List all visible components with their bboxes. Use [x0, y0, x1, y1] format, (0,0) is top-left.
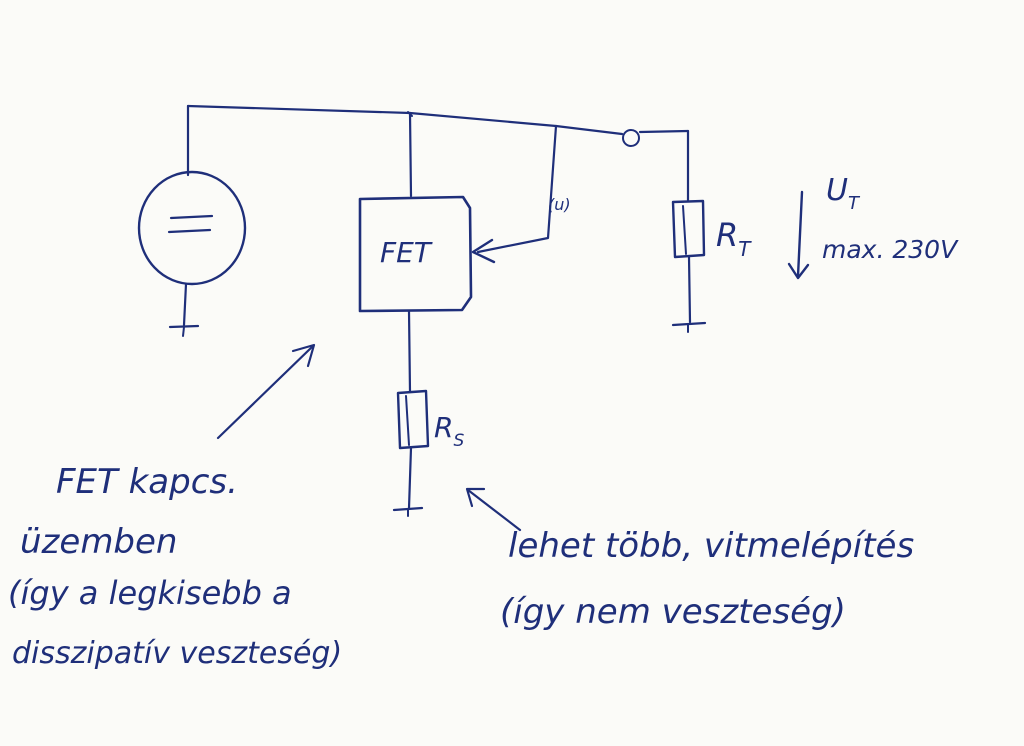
control-label: (u): [548, 195, 571, 214]
note-left: FET kapcs. üzemben (így a legkisebb a di…: [8, 462, 342, 671]
fet-branch-wire: [408, 111, 413, 198]
top-rail-wire: [186, 104, 690, 136]
note-right-line-1: lehet több, vitmelépítés: [508, 526, 914, 566]
note-right: lehet több, vitmelépítés (így nem veszte…: [500, 526, 914, 632]
fet-box: FET: [358, 195, 473, 313]
control-wire: [471, 124, 558, 264]
voltage-max-label: max. 230V: [822, 235, 959, 264]
voltage-label: UT: [826, 173, 861, 214]
terminal-circle: [622, 129, 640, 147]
note-left-line-1: FET kapcs.: [56, 462, 238, 502]
annotation-arrow-rs: [465, 487, 522, 532]
sense-resistor: [392, 309, 430, 517]
annotation-arrow-fet: [216, 343, 316, 440]
voltage-source: [137, 104, 247, 337]
note-left-line-3: (így a legkisebb a: [8, 574, 292, 612]
load-resistor-label: RT: [716, 216, 752, 261]
sense-resistor-label: RS: [434, 411, 464, 451]
note-left-line-4: disszipatív veszteség): [12, 636, 342, 671]
note-left-line-2: üzemben: [20, 522, 177, 562]
voltage-arrow: [787, 190, 810, 280]
load-resistor: [671, 129, 707, 333]
fet-label: FET: [380, 236, 433, 269]
note-right-line-2: (így nem veszteség): [500, 592, 846, 632]
